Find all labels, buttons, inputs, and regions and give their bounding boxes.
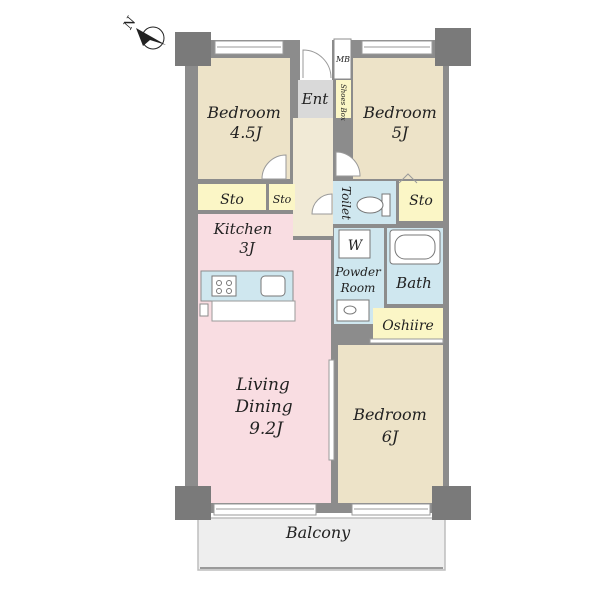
living-size: 9.2J xyxy=(249,419,284,439)
kitchen-name: Kitchen xyxy=(213,220,273,238)
bedroom-nw-size: 4.5J xyxy=(229,123,263,142)
column-se xyxy=(432,486,471,520)
sink-icon xyxy=(260,275,286,297)
living-line1: Living xyxy=(235,375,290,395)
shoe-box-label: Shoes Box xyxy=(339,84,347,121)
oshiire-floor xyxy=(373,308,443,340)
bedroom-se-size: 6J xyxy=(382,427,400,446)
meter-box-label: MB xyxy=(335,55,350,64)
sliding-door-oshiire xyxy=(369,338,444,344)
sliding-door-living-bedroom xyxy=(328,359,335,461)
door-bedroom-ne xyxy=(335,151,361,177)
washbasin-icon xyxy=(336,299,370,322)
door-bedroom-nw xyxy=(261,154,287,180)
storage-left-label: Sto xyxy=(220,192,244,208)
kitchen-stub xyxy=(199,303,209,317)
door-storage-right xyxy=(398,173,418,184)
entrance-door-swing xyxy=(302,49,332,79)
powder-room-line2: Room xyxy=(340,281,376,295)
powder-room-line1: Powder xyxy=(334,265,382,279)
kitchen-size: 3J xyxy=(239,239,256,257)
entrance-door-gap xyxy=(300,40,332,80)
hall-floor xyxy=(293,118,333,236)
meter-box-floor xyxy=(333,38,352,80)
column-ne xyxy=(435,28,471,66)
living-kitchen-floor xyxy=(198,214,331,503)
washer-icon xyxy=(338,229,371,259)
storage-right-label: Sto xyxy=(409,193,433,209)
shoe-box-floor xyxy=(336,80,351,118)
column-nw xyxy=(175,32,211,66)
balcony-floor xyxy=(197,517,446,571)
toilet-icon xyxy=(356,193,391,217)
storage-small-floor xyxy=(269,184,295,210)
oshiire-label: Oshiire xyxy=(382,318,434,334)
entrance-label: Ent xyxy=(301,90,330,108)
bedroom-ne-size: 5J xyxy=(392,123,410,142)
storage-small-label: Sto xyxy=(273,193,292,206)
bedroom-se-name: Bedroom xyxy=(352,405,427,424)
compass: N xyxy=(120,14,166,50)
living-line2: Dining xyxy=(234,397,292,417)
compass-needle-icon xyxy=(136,28,166,46)
storage-right-floor xyxy=(399,181,443,221)
door-toilet xyxy=(311,193,333,215)
storage-left-floor xyxy=(198,184,266,210)
bedroom-nw-name: Bedroom xyxy=(206,103,281,122)
entrance-floor xyxy=(298,80,333,118)
bedroom-se-floor xyxy=(338,345,443,503)
kitchen-peninsula xyxy=(211,300,296,322)
bath-label: Bath xyxy=(395,274,432,292)
washer-label: W xyxy=(348,238,364,254)
stove-icon xyxy=(211,275,237,297)
toilet-label: Toilet xyxy=(339,186,353,220)
bedroom-ne-name: Bedroom xyxy=(362,103,437,122)
balcony-label: Balcony xyxy=(285,523,351,542)
bathtub-icon xyxy=(389,229,441,265)
bedroom-ne-floor xyxy=(353,58,443,179)
column-sw xyxy=(175,486,211,520)
